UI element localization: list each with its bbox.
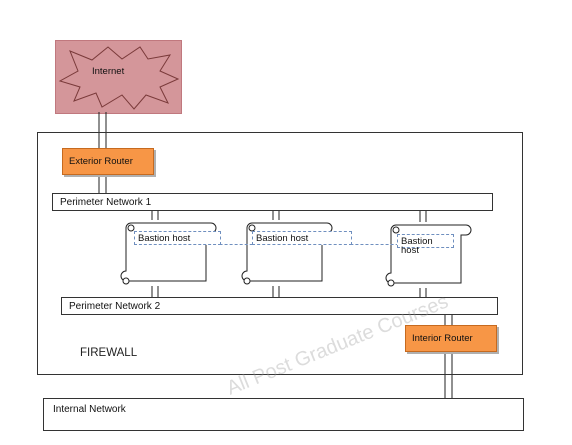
firewall-label: FIREWALL <box>80 347 138 359</box>
internet-cloud <box>55 40 182 114</box>
perimeter-network-1-label: Perimeter Network 1 <box>60 197 152 208</box>
exterior-router: Exterior Router <box>62 148 154 175</box>
bastion-host-3-label: Bastion host <box>397 234 454 255</box>
internet-label: Internet <box>92 66 125 77</box>
burst-shape <box>58 46 180 110</box>
perimeter-network-2-label: Perimeter Network 2 <box>69 301 161 312</box>
perimeter-network-1 <box>52 193 493 211</box>
internal-network-label: Internal Network <box>53 404 126 415</box>
bastion-host-2-label: Bastion host <box>252 231 352 245</box>
interior-router-label: Interior Router <box>412 333 473 344</box>
firewall-frame <box>37 132 523 375</box>
internal-network <box>43 398 524 431</box>
perimeter-network-2 <box>61 297 498 315</box>
interior-router: Interior Router <box>405 325 497 352</box>
exterior-router-label: Exterior Router <box>69 156 133 167</box>
bastion-host-1-label: Bastion host <box>134 231 221 245</box>
